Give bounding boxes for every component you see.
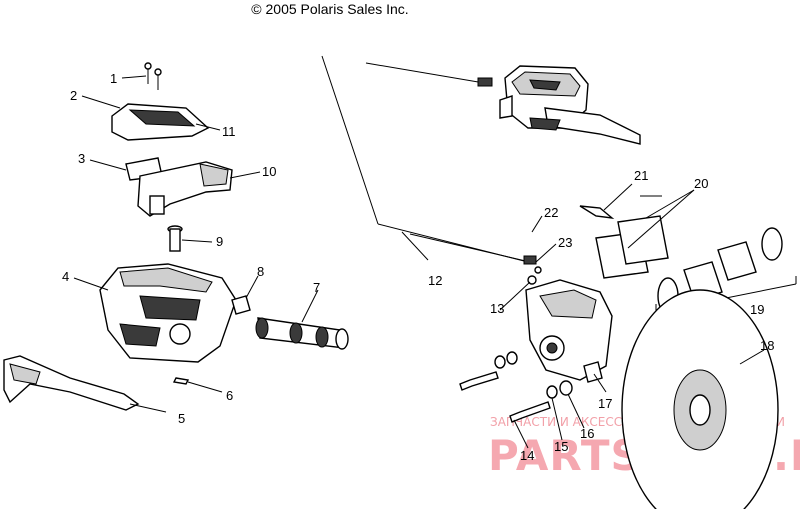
callout-6: 6	[226, 388, 233, 403]
callout-20: 20	[694, 176, 708, 191]
pad-spring	[579, 205, 615, 219]
callout-11: 11	[222, 124, 236, 139]
pivot-pin	[167, 225, 183, 252]
callout-5: 5	[178, 411, 185, 426]
callout-18: 18	[760, 338, 774, 353]
handlebar-clamp	[125, 157, 233, 217]
master-cylinder-body	[99, 263, 237, 363]
callout-4: 4	[62, 269, 69, 284]
lever-pin	[172, 377, 190, 385]
callout-7: 7	[313, 280, 320, 295]
switch-clip	[231, 295, 251, 315]
callout-14: 14	[520, 448, 534, 463]
callout-15: 15	[554, 439, 568, 454]
callout-22: 22	[544, 205, 558, 220]
callout-10: 10	[262, 164, 276, 179]
callout-9: 9	[216, 234, 223, 249]
leader-lines	[73, 75, 765, 449]
piston-kit	[255, 317, 349, 350]
copyright-notice: © 2005 Polaris Sales Inc.	[251, 1, 409, 17]
callout-16: 16	[580, 426, 594, 441]
brake-lever	[3, 355, 140, 411]
brake-pads	[595, 195, 669, 279]
callout-1: 1	[110, 71, 117, 86]
caliper-bolts	[459, 351, 573, 423]
callout-numbers: 1 2 3 4 5 6 7 8 9 10 11 12 13 14 15 16 1…	[62, 71, 774, 463]
callout-3: 3	[78, 151, 85, 166]
callout-12: 12	[428, 273, 442, 288]
callout-8: 8	[257, 264, 264, 279]
brake-disc	[621, 289, 779, 509]
reservoir-cover-group	[111, 62, 210, 141]
brake-caliper	[525, 266, 613, 383]
callout-19: 19	[750, 302, 764, 317]
callout-17: 17	[598, 396, 612, 411]
callout-23: 23	[558, 235, 572, 250]
master-cylinder-assembly-upper	[499, 65, 641, 145]
callout-2: 2	[70, 88, 77, 103]
brake-line	[321, 55, 537, 265]
callout-13: 13	[490, 301, 504, 316]
callout-21: 21	[634, 168, 648, 183]
